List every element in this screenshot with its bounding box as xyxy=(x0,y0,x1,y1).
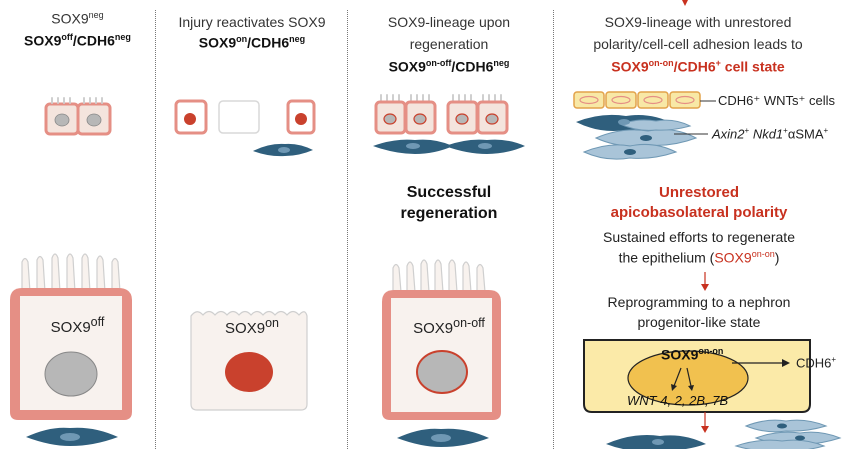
panel4-title-line1: SOX9-lineage with unrestored xyxy=(604,14,792,30)
large-cell-label: SOX9on-off xyxy=(413,316,485,337)
small-cell-microvilli xyxy=(51,97,103,104)
panel2-state: SOX9on/CDH6neg xyxy=(198,34,306,51)
small-cell-empty xyxy=(218,100,260,134)
cdh6-cell-row xyxy=(573,91,716,109)
reprog-line2: progenitor-like state xyxy=(637,314,761,330)
panel1-label: SOX9neg xyxy=(51,10,104,27)
nucleus-label: SOX9on-on xyxy=(661,346,724,363)
small-cell xyxy=(476,100,509,135)
arrow-icon xyxy=(682,0,688,6)
small-cells-sox9-neg xyxy=(10,97,132,446)
panel2-title: Injury reactivates SOX9 xyxy=(178,14,326,30)
fibroblast-markers-label: Axin2+ Nkd1+αSMA+ xyxy=(712,126,829,142)
divider xyxy=(553,10,554,449)
wnt-label: WNT 4, 2, 2B, 7B xyxy=(627,393,729,408)
small-cell-injured xyxy=(286,99,316,135)
panel1-state: SOX9off/CDH6neg xyxy=(24,32,131,49)
panel3-state: SOX9on-off/CDH6neg xyxy=(388,58,510,75)
arrow-icon xyxy=(701,272,709,291)
unrestored-line1: Unrestored xyxy=(658,184,740,201)
unrestored-line2: apicobasolateral polarity xyxy=(610,204,788,221)
panel4-state: SOX9on-on/CDH6+ cell state xyxy=(611,58,785,75)
large-epithelial-cell-regenerated xyxy=(382,259,501,420)
small-cell xyxy=(374,100,407,135)
fibroblast-small xyxy=(445,139,525,154)
fibroblast xyxy=(397,428,489,447)
cdh6-cells-illustration xyxy=(573,0,842,449)
panel-injury: Injury reactivates SOX9 SOX9on/CDH6neg S… xyxy=(157,0,347,449)
small-cell xyxy=(76,102,112,136)
sustained-line2: the epithelium (SOX9on-on) xyxy=(618,249,780,266)
fibroblast-cluster-bottom xyxy=(606,419,842,449)
panel-regeneration: SOX9-lineage upon regeneration SOX9on-of… xyxy=(349,0,549,449)
sustained-line1: Sustained efforts to regenerate xyxy=(603,229,795,245)
divider xyxy=(347,10,348,449)
arrow-icon xyxy=(701,412,709,433)
small-cell xyxy=(44,102,80,136)
panel3-title-line1: SOX9-lineage upon xyxy=(387,14,511,30)
reprog-line1: Reprogramming to a nephron xyxy=(607,294,791,310)
cdh6-output-label: CDH6+ xyxy=(796,355,837,371)
large-cell-label: SOX9off xyxy=(50,315,105,336)
activated-fibroblast-cluster xyxy=(576,114,708,160)
divider xyxy=(155,10,156,449)
panel4-title-line2: polarity/cell-cell adhesion leads to xyxy=(593,36,803,52)
large-cell-label: SOX9on xyxy=(225,316,279,337)
fibroblast-small xyxy=(253,143,313,157)
cdh6-cells-label: CDH6⁺ WNTs⁺ cells xyxy=(718,93,836,108)
small-cells-regenerated xyxy=(373,94,525,447)
large-epithelial-cell-injured xyxy=(190,310,308,411)
small-cell-microvilli xyxy=(380,94,502,102)
small-cells-injury xyxy=(174,99,316,411)
panel3-title-line2: regeneration xyxy=(409,36,489,52)
nephron-progenitor-cell xyxy=(583,339,811,413)
fibroblast xyxy=(26,427,118,446)
panel-sox9-neg: SOX9neg SOX9off/CDH6neg SOX9off xyxy=(0,0,155,449)
fibroblast-small xyxy=(373,139,453,154)
small-cell-injured xyxy=(174,99,208,135)
panel-unrestored: SOX9-lineage with unrestored polarity/ce… xyxy=(556,0,850,449)
small-cell xyxy=(404,100,437,135)
outcome-label-line1: Successful xyxy=(406,184,492,201)
outcome-label-line2: regeneration xyxy=(400,205,498,222)
large-epithelial-cell xyxy=(10,253,132,420)
small-cell xyxy=(446,100,479,135)
